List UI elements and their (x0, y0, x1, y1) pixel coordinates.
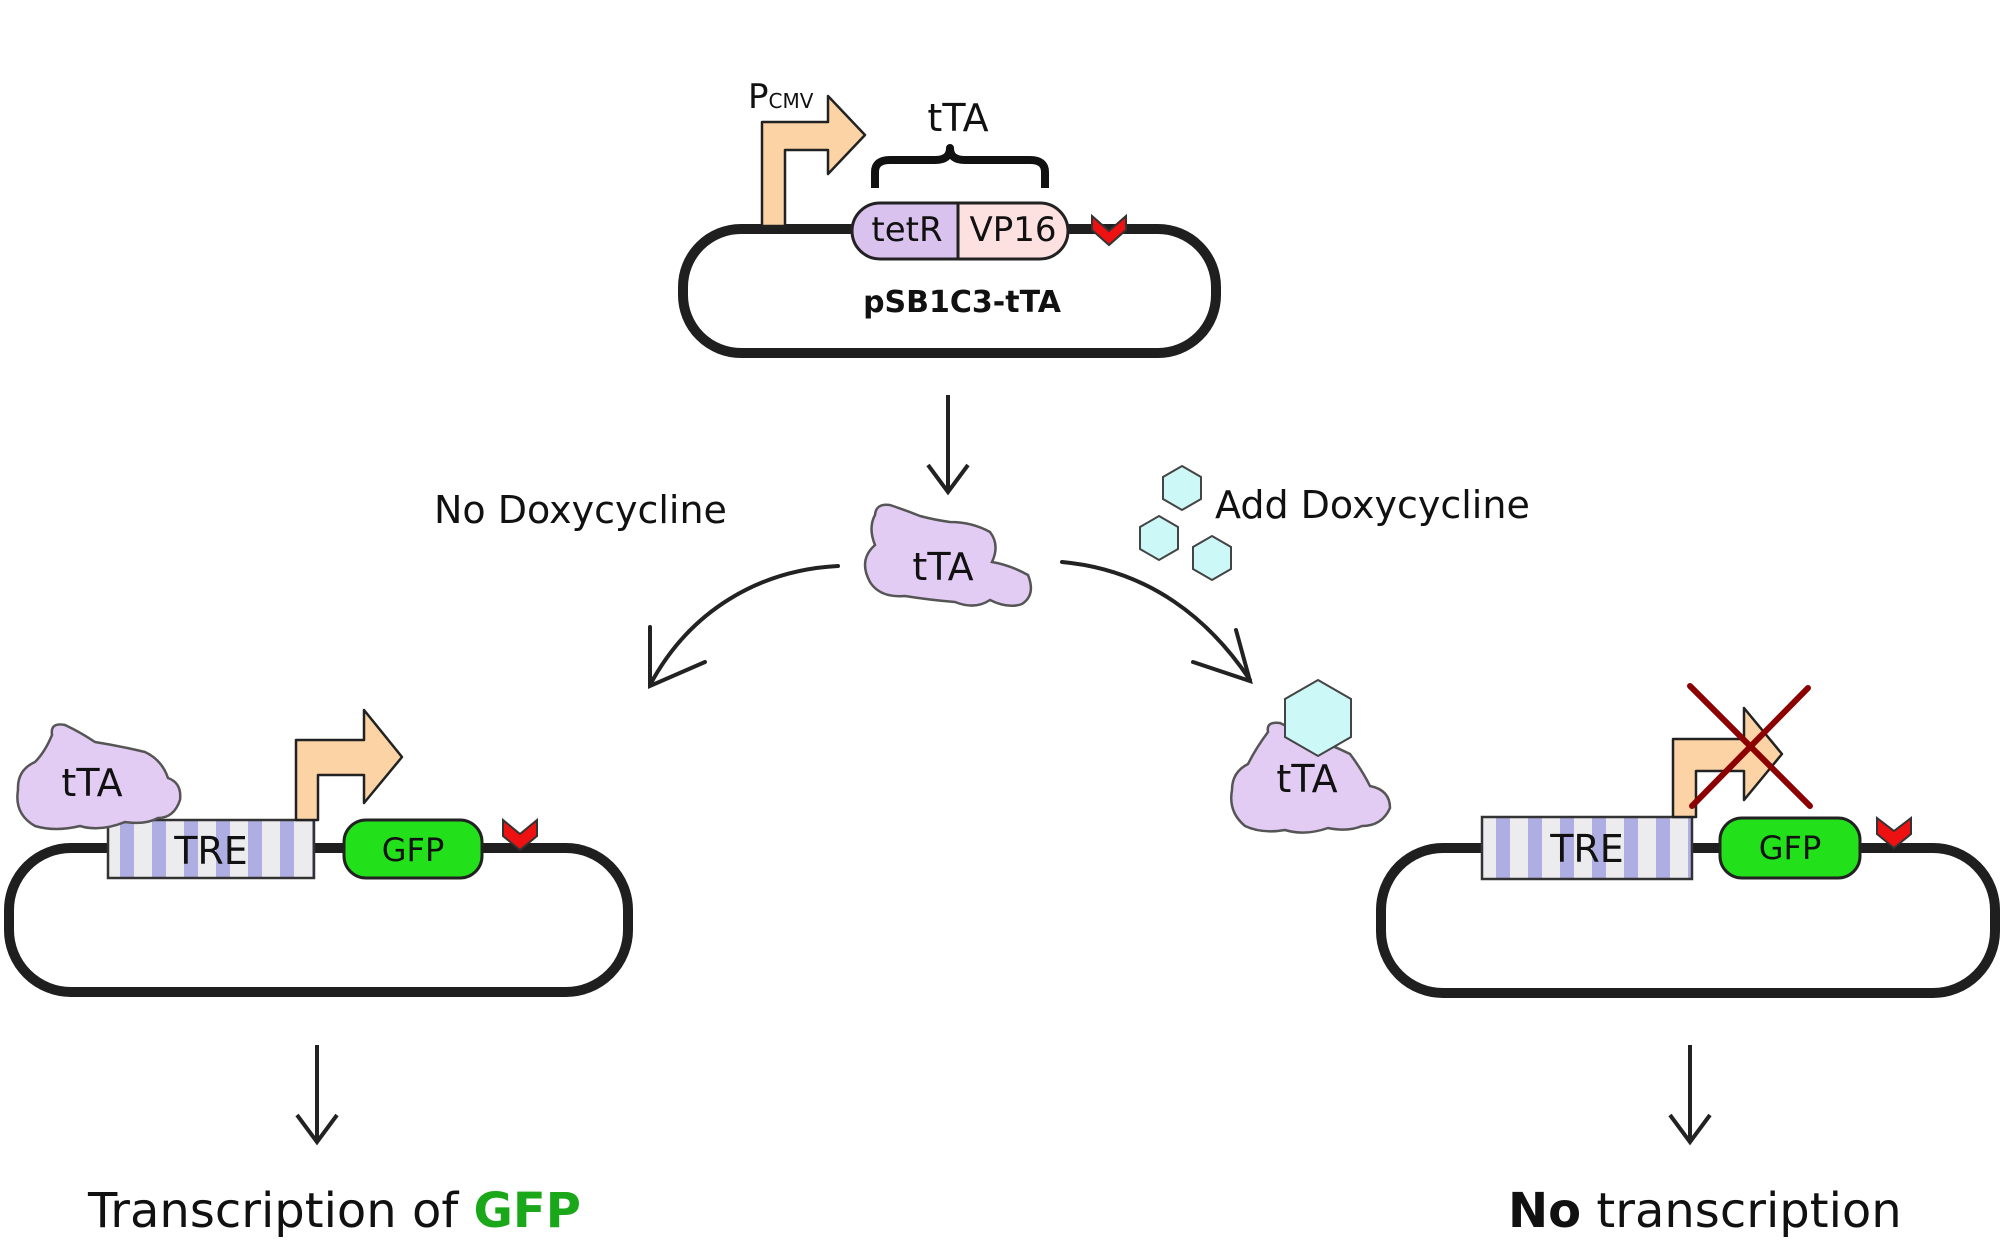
right-tta-label: tTA (1276, 757, 1337, 801)
curved-arrow-right (1060, 560, 1253, 685)
curved-arrow-left (648, 564, 840, 690)
vp16-label: VP16 (969, 210, 1056, 250)
left-plasmid-backbone (4, 843, 633, 997)
right-terminator (1876, 815, 1912, 850)
right-tre-label: TRE (1549, 827, 1624, 871)
bound-doxycycline-icon (1284, 678, 1352, 758)
top-plasmid: PCMV tTA tetR VP16 pSB1C3-tTA (678, 77, 1221, 358)
left-promoter-arrow (294, 708, 404, 822)
cmv-promoter-arrow (760, 94, 867, 228)
down-arrow-left (295, 1045, 339, 1146)
right-promoter-arrow (1671, 706, 1784, 819)
outcome-left: Transcription of GFP (87, 1183, 581, 1239)
doxycycline-molecules (1139, 464, 1232, 582)
dox-bound-tta: tTA (1230, 678, 1392, 834)
right-plasmid: TRE GFP (1376, 683, 2000, 998)
left-tre-label: TRE (173, 829, 248, 873)
left-tre-operator (106, 818, 316, 880)
brace-label: tTA (927, 96, 988, 140)
doxycycline-icon (1162, 464, 1202, 512)
doxycycline-icon (1139, 514, 1179, 562)
down-arrow-right (1668, 1045, 1712, 1146)
promoter-label: PCMV (748, 77, 814, 117)
blocked-cross-icon (1687, 683, 1813, 809)
center-tta-protein: tTA (863, 503, 1033, 608)
tta-brace (871, 144, 1049, 188)
outcome-right: No transcription (1508, 1183, 1902, 1239)
no-doxycycline-label: No Doxycycline (434, 488, 727, 532)
left-gfp-gene (342, 818, 484, 880)
tetr-label: tetR (871, 210, 942, 250)
doxycycline-icon (1192, 534, 1232, 582)
right-gfp-label: GFP (1759, 829, 1822, 867)
vp16-part (956, 201, 1070, 261)
add-doxycycline-label: Add Doxycycline (1215, 483, 1530, 527)
right-tre-operator (1480, 815, 1694, 881)
center-tta-label: tTA (912, 545, 973, 589)
down-arrow-top (926, 395, 970, 496)
left-plasmid: TRE GFP tTA (4, 708, 633, 997)
left-terminator (502, 817, 538, 852)
right-gfp-gene (1718, 816, 1862, 880)
plasmid-name: pSB1C3-tTA (863, 285, 1062, 320)
left-bound-tta-protein (16, 723, 182, 831)
left-tta-label: tTA (61, 761, 122, 805)
top-terminator (1091, 213, 1127, 247)
tetr-part (850, 201, 960, 261)
left-gfp-label: GFP (382, 831, 445, 869)
